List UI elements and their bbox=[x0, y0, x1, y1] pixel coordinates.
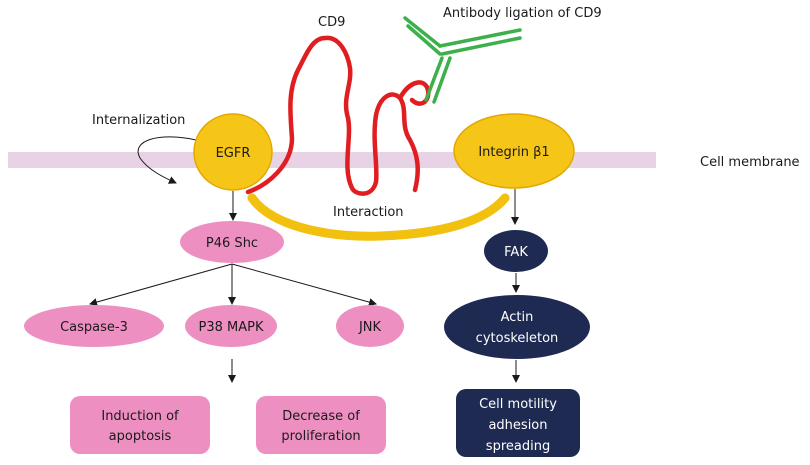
cd9-label: CD9 bbox=[318, 15, 345, 30]
p38mapk-node: P38 MAPK bbox=[185, 305, 277, 347]
svg-text:Actin: Actin bbox=[501, 310, 534, 325]
svg-text:JNK: JNK bbox=[358, 320, 382, 335]
arrow-p46shc-jnk bbox=[231, 263, 377, 306]
outcome-proliferation: Decrease of proliferation bbox=[256, 396, 386, 454]
internalization-arrow bbox=[137, 136, 197, 184]
svg-text:FAK: FAK bbox=[504, 245, 528, 260]
outcome-cell-motility: Cell motility adhesion spreading bbox=[456, 389, 580, 457]
svg-text:EGFR: EGFR bbox=[216, 146, 251, 161]
caspase3-node: Caspase-3 bbox=[24, 305, 164, 347]
integrin-beta1-node: Integrin β1 bbox=[453, 113, 575, 189]
svg-text:Integrin β1: Integrin β1 bbox=[478, 145, 549, 160]
egfr-node: EGFR bbox=[193, 113, 273, 191]
outcome-apoptosis: Induction of apoptosis bbox=[70, 396, 210, 454]
svg-text:proliferation: proliferation bbox=[281, 429, 360, 444]
fak-node: FAK bbox=[484, 230, 548, 272]
antibody-label: Antibody ligation of CD9 bbox=[443, 6, 602, 21]
svg-text:Induction of: Induction of bbox=[101, 409, 179, 424]
svg-text:spreading: spreading bbox=[486, 439, 550, 454]
svg-text:cytoskeleton: cytoskeleton bbox=[476, 331, 559, 346]
svg-text:Caspase-3: Caspase-3 bbox=[60, 320, 128, 335]
svg-text:Cell motility: Cell motility bbox=[479, 397, 557, 412]
interaction-label: Interaction bbox=[333, 205, 404, 220]
actin-cytoskeleton-node: Actin cytoskeleton bbox=[444, 295, 590, 359]
svg-text:Decrease of: Decrease of bbox=[282, 409, 360, 424]
antibody-icon bbox=[403, 16, 522, 104]
svg-text:P46 Shc: P46 Shc bbox=[206, 236, 258, 251]
p46shc-node: P46 Shc bbox=[180, 221, 284, 263]
interaction-arc bbox=[247, 193, 510, 241]
cd9-strand bbox=[245, 35, 420, 196]
arrow-p46shc-caspase3 bbox=[89, 263, 233, 306]
svg-text:P38 MAPK: P38 MAPK bbox=[199, 320, 264, 335]
cd9-loop bbox=[397, 80, 431, 106]
svg-text:adhesion: adhesion bbox=[488, 418, 547, 433]
cell-membrane-label: Cell membrane bbox=[700, 155, 800, 170]
internalization-label: Internalization bbox=[92, 113, 185, 128]
jnk-node: JNK bbox=[336, 305, 404, 347]
svg-text:apoptosis: apoptosis bbox=[109, 429, 172, 444]
